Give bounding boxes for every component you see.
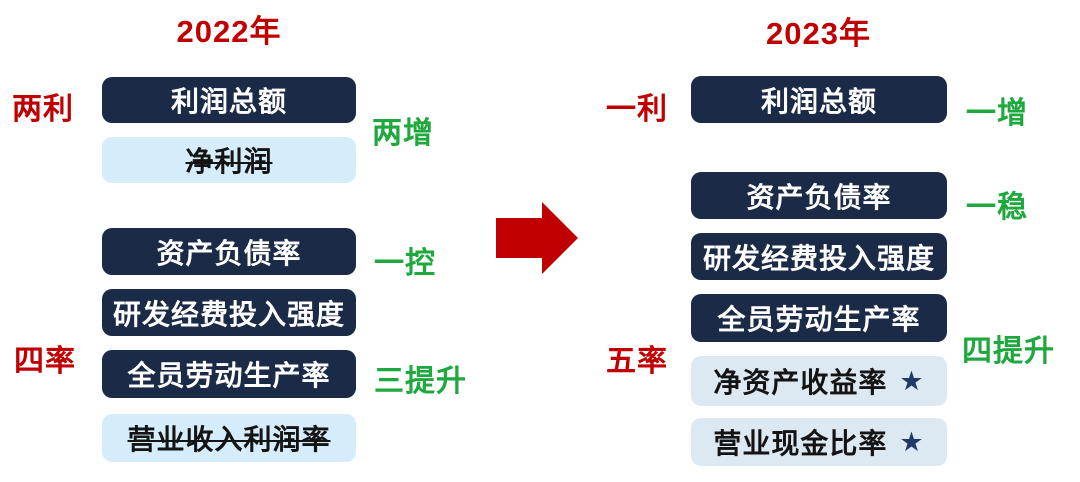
box-label: 研发经费投入强度 xyxy=(702,242,935,274)
box-rd-intensity-2023: 研发经费投入强度 xyxy=(691,233,947,280)
box-label-struck: 营业收入利润率 xyxy=(127,424,331,455)
box-operating-margin-2022: 营业收入利润率 xyxy=(102,414,356,462)
year-title-2023: 2023年 xyxy=(766,16,871,51)
group-label-two-profits: 两利 xyxy=(12,93,74,126)
box-rd-intensity-2022: 研发经费投入强度 xyxy=(102,289,356,336)
box-labor-productivity-2022: 全员劳动生产率 xyxy=(102,350,356,398)
group-label-five-ratios: 五率 xyxy=(606,345,668,378)
right-arrow-icon xyxy=(496,202,578,274)
box-net-profit-2022: 净利润 xyxy=(102,137,356,183)
box-roe-2023: 净资产收益率 ★ xyxy=(691,356,947,406)
box-label: 全员劳动生产率 xyxy=(127,360,331,391)
box-operating-cash-ratio-2023: 营业现金比率 ★ xyxy=(691,418,947,466)
box-total-profit-2022: 利润总额 xyxy=(102,77,356,123)
annotation-four-improvements: 四提升 xyxy=(962,335,1055,368)
box-label: 研发经费投入强度 xyxy=(112,298,345,330)
annotation-one-stable: 一稳 xyxy=(966,191,1028,224)
year-title-2022: 2022年 xyxy=(176,14,282,49)
box-total-profit-2023: 利润总额 xyxy=(691,76,947,123)
box-label: 营业现金比率 xyxy=(713,428,888,459)
box-label: 净资产收益率 xyxy=(713,367,888,398)
box-debt-ratio-2022: 资产负债率 xyxy=(102,228,356,275)
box-label: 资产负债率 xyxy=(746,181,892,213)
star-icon: ★ xyxy=(899,365,925,396)
annotation-one-control: 一控 xyxy=(374,247,436,280)
box-label: 全员劳动生产率 xyxy=(717,304,921,335)
annotation-one-increase: 一增 xyxy=(966,97,1028,130)
box-label-struck: 净利润 xyxy=(185,146,273,177)
box-labor-productivity-2023: 全员劳动生产率 xyxy=(691,294,947,342)
box-label: 利润总额 xyxy=(170,86,287,117)
star-icon: ★ xyxy=(899,426,925,457)
group-label-one-profit: 一利 xyxy=(606,93,668,126)
annotation-three-improvements: 三提升 xyxy=(374,365,467,398)
annotation-two-increases: 两增 xyxy=(372,117,434,150)
box-debt-ratio-2023: 资产负债率 xyxy=(691,172,947,219)
box-label: 资产负债率 xyxy=(156,237,302,269)
group-label-four-ratios: 四率 xyxy=(14,345,76,378)
box-label: 利润总额 xyxy=(760,85,877,117)
